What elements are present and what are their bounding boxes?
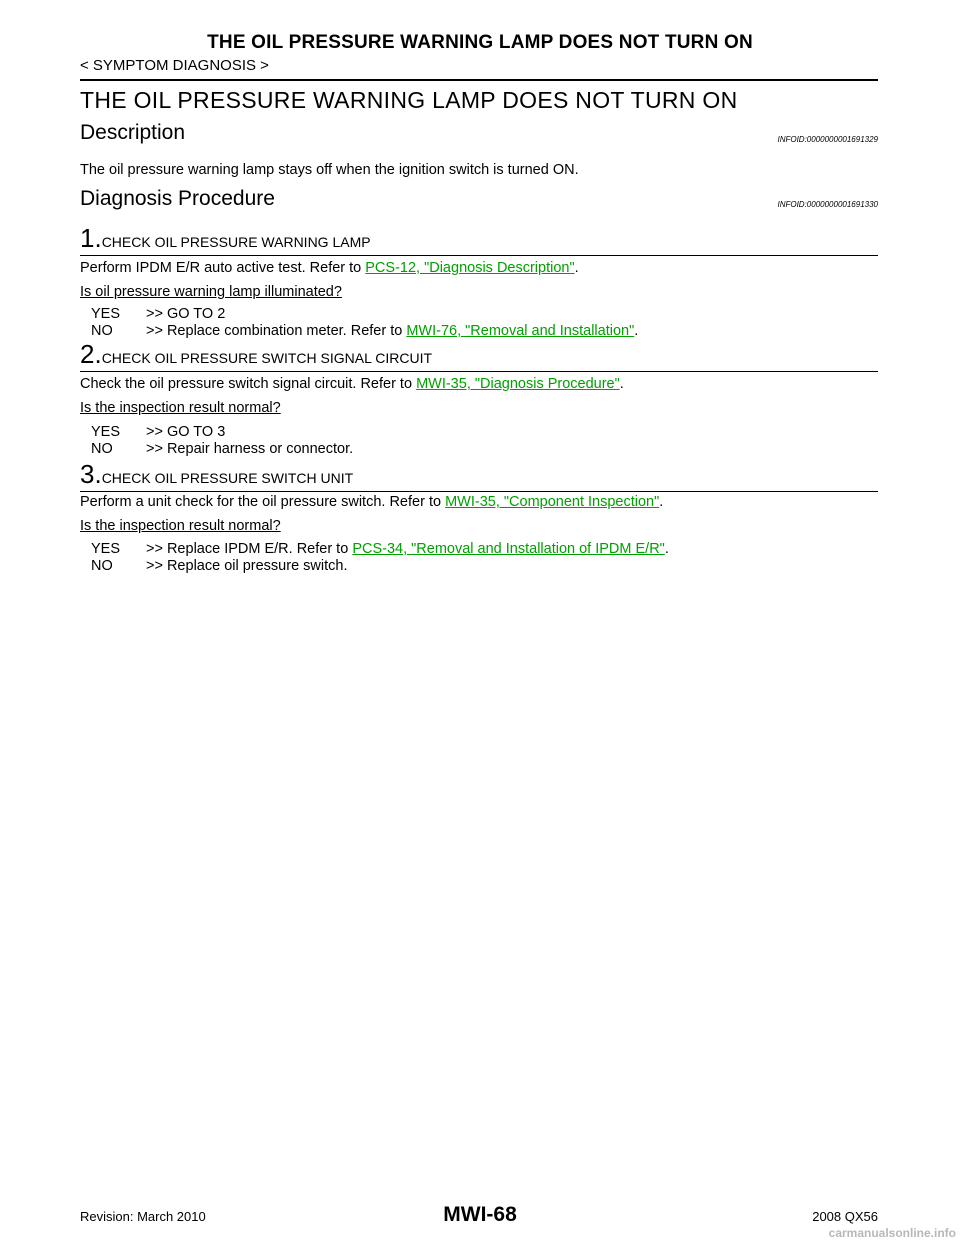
step-2-text-body: Check the oil pressure switch signal cir… bbox=[80, 376, 417, 392]
step-3-text-end: . bbox=[659, 494, 664, 510]
step-2-text: Check the oil pressure switch signal cir… bbox=[80, 376, 624, 392]
step-1-divider bbox=[80, 255, 878, 256]
link-pcs-34[interactable]: PCS-34, "Removal and Installation of IPD… bbox=[352, 541, 665, 557]
step-2-yes-key: YES bbox=[91, 424, 121, 440]
step-3-header: 3.CHECK OIL PRESSURE SWITCH UNIT bbox=[80, 459, 353, 490]
step-3-yes-text: >> Replace IPDM E/R. Refer to bbox=[146, 541, 353, 557]
breadcrumb: < SYMPTOM DIAGNOSIS > bbox=[80, 57, 269, 74]
step-1-text-end: . bbox=[574, 260, 579, 276]
step-1-text-body: Perform IPDM E/R auto active test. Refer… bbox=[80, 260, 366, 276]
step-1-no: NO >> Replace combination meter. Refer to… bbox=[91, 323, 638, 339]
step-3-no: NO >> Replace oil pressure switch. bbox=[91, 558, 348, 574]
step-1-question: Is oil pressure warning lamp illuminated… bbox=[80, 284, 342, 300]
step-1-title: CHECK OIL PRESSURE WARNING LAMP bbox=[101, 234, 371, 250]
step-3-question: Is the inspection result normal? bbox=[80, 518, 281, 534]
step-1-yes-text: >> GO TO 2 bbox=[146, 306, 226, 322]
step-3-yes-end: . bbox=[664, 541, 669, 557]
description-text: The oil pressure warning lamp stays off … bbox=[80, 162, 579, 178]
step-3-number: 3. bbox=[80, 459, 102, 489]
link-mwi-35-diagnosis[interactable]: MWI-35, "Diagnosis Procedure" bbox=[416, 376, 620, 392]
step-3-yes: YES >> Replace IPDM E/R. Refer to PCS-34,… bbox=[91, 541, 669, 557]
step-2-text-end: . bbox=[619, 376, 624, 392]
page-number: MWI-68 bbox=[443, 1203, 517, 1226]
step-1-header: 1.CHECK OIL PRESSURE WARNING LAMP bbox=[80, 223, 371, 254]
step-3-divider bbox=[80, 491, 878, 492]
link-mwi-35-component[interactable]: MWI-35, "Component Inspection" bbox=[445, 494, 660, 510]
section-title: THE OIL PRESSURE WARNING LAMP DOES NOT T… bbox=[80, 87, 738, 113]
footer-model: 2008 QX56 bbox=[812, 1209, 878, 1224]
link-mwi-76[interactable]: MWI-76, "Removal and Installation" bbox=[406, 323, 635, 339]
watermark: carmanualsonline.info bbox=[828, 1226, 956, 1240]
step-3-yes-key: YES bbox=[91, 541, 121, 557]
step-1-text: Perform IPDM E/R auto active test. Refer… bbox=[80, 260, 579, 276]
step-1-no-key: NO bbox=[91, 323, 113, 339]
link-pcs-12[interactable]: PCS-12, "Diagnosis Description" bbox=[365, 260, 575, 276]
step-2-yes-text: >> GO TO 3 bbox=[146, 424, 226, 440]
header-divider bbox=[80, 79, 878, 81]
step-1-yes-key: YES bbox=[91, 306, 121, 322]
step-1-no-text: >> Replace combination meter. Refer to bbox=[146, 323, 407, 339]
step-2-title: CHECK OIL PRESSURE SWITCH SIGNAL CIRCUIT bbox=[101, 350, 433, 366]
step-2-no: NO >> Repair harness or connector. bbox=[91, 441, 353, 457]
step-1-yes: YES >> GO TO 2 bbox=[91, 306, 225, 322]
step-2-number: 2. bbox=[80, 339, 102, 369]
step-2-no-text: >> Repair harness or connector. bbox=[146, 441, 354, 457]
footer-revision: Revision: March 2010 bbox=[80, 1209, 206, 1224]
step-3-no-text: >> Replace oil pressure switch. bbox=[146, 558, 348, 574]
description-heading: Description bbox=[80, 121, 186, 144]
step-3-text-body: Perform a unit check for the oil pressur… bbox=[80, 494, 446, 510]
step-2-no-key: NO bbox=[91, 441, 113, 457]
step-2-question: Is the inspection result normal? bbox=[80, 400, 281, 416]
step-2-divider bbox=[80, 371, 878, 372]
step-1-no-end: . bbox=[634, 323, 639, 339]
description-infoid: INFOID:0000000001691329 bbox=[777, 135, 878, 144]
step-3-no-key: NO bbox=[91, 558, 113, 574]
step-2-yes: YES >> GO TO 3 bbox=[91, 424, 225, 440]
diagnosis-heading: Diagnosis Procedure bbox=[80, 187, 275, 210]
step-3-text: Perform a unit check for the oil pressur… bbox=[80, 494, 663, 510]
step-2-header: 2.CHECK OIL PRESSURE SWITCH SIGNAL CIRCU… bbox=[80, 339, 432, 370]
page-top-title: THE OIL PRESSURE WARNING LAMP DOES NOT T… bbox=[207, 32, 753, 53]
diagnosis-infoid: INFOID:0000000001691330 bbox=[777, 200, 878, 209]
step-1-number: 1. bbox=[80, 223, 102, 253]
step-3-title: CHECK OIL PRESSURE SWITCH UNIT bbox=[101, 470, 354, 486]
